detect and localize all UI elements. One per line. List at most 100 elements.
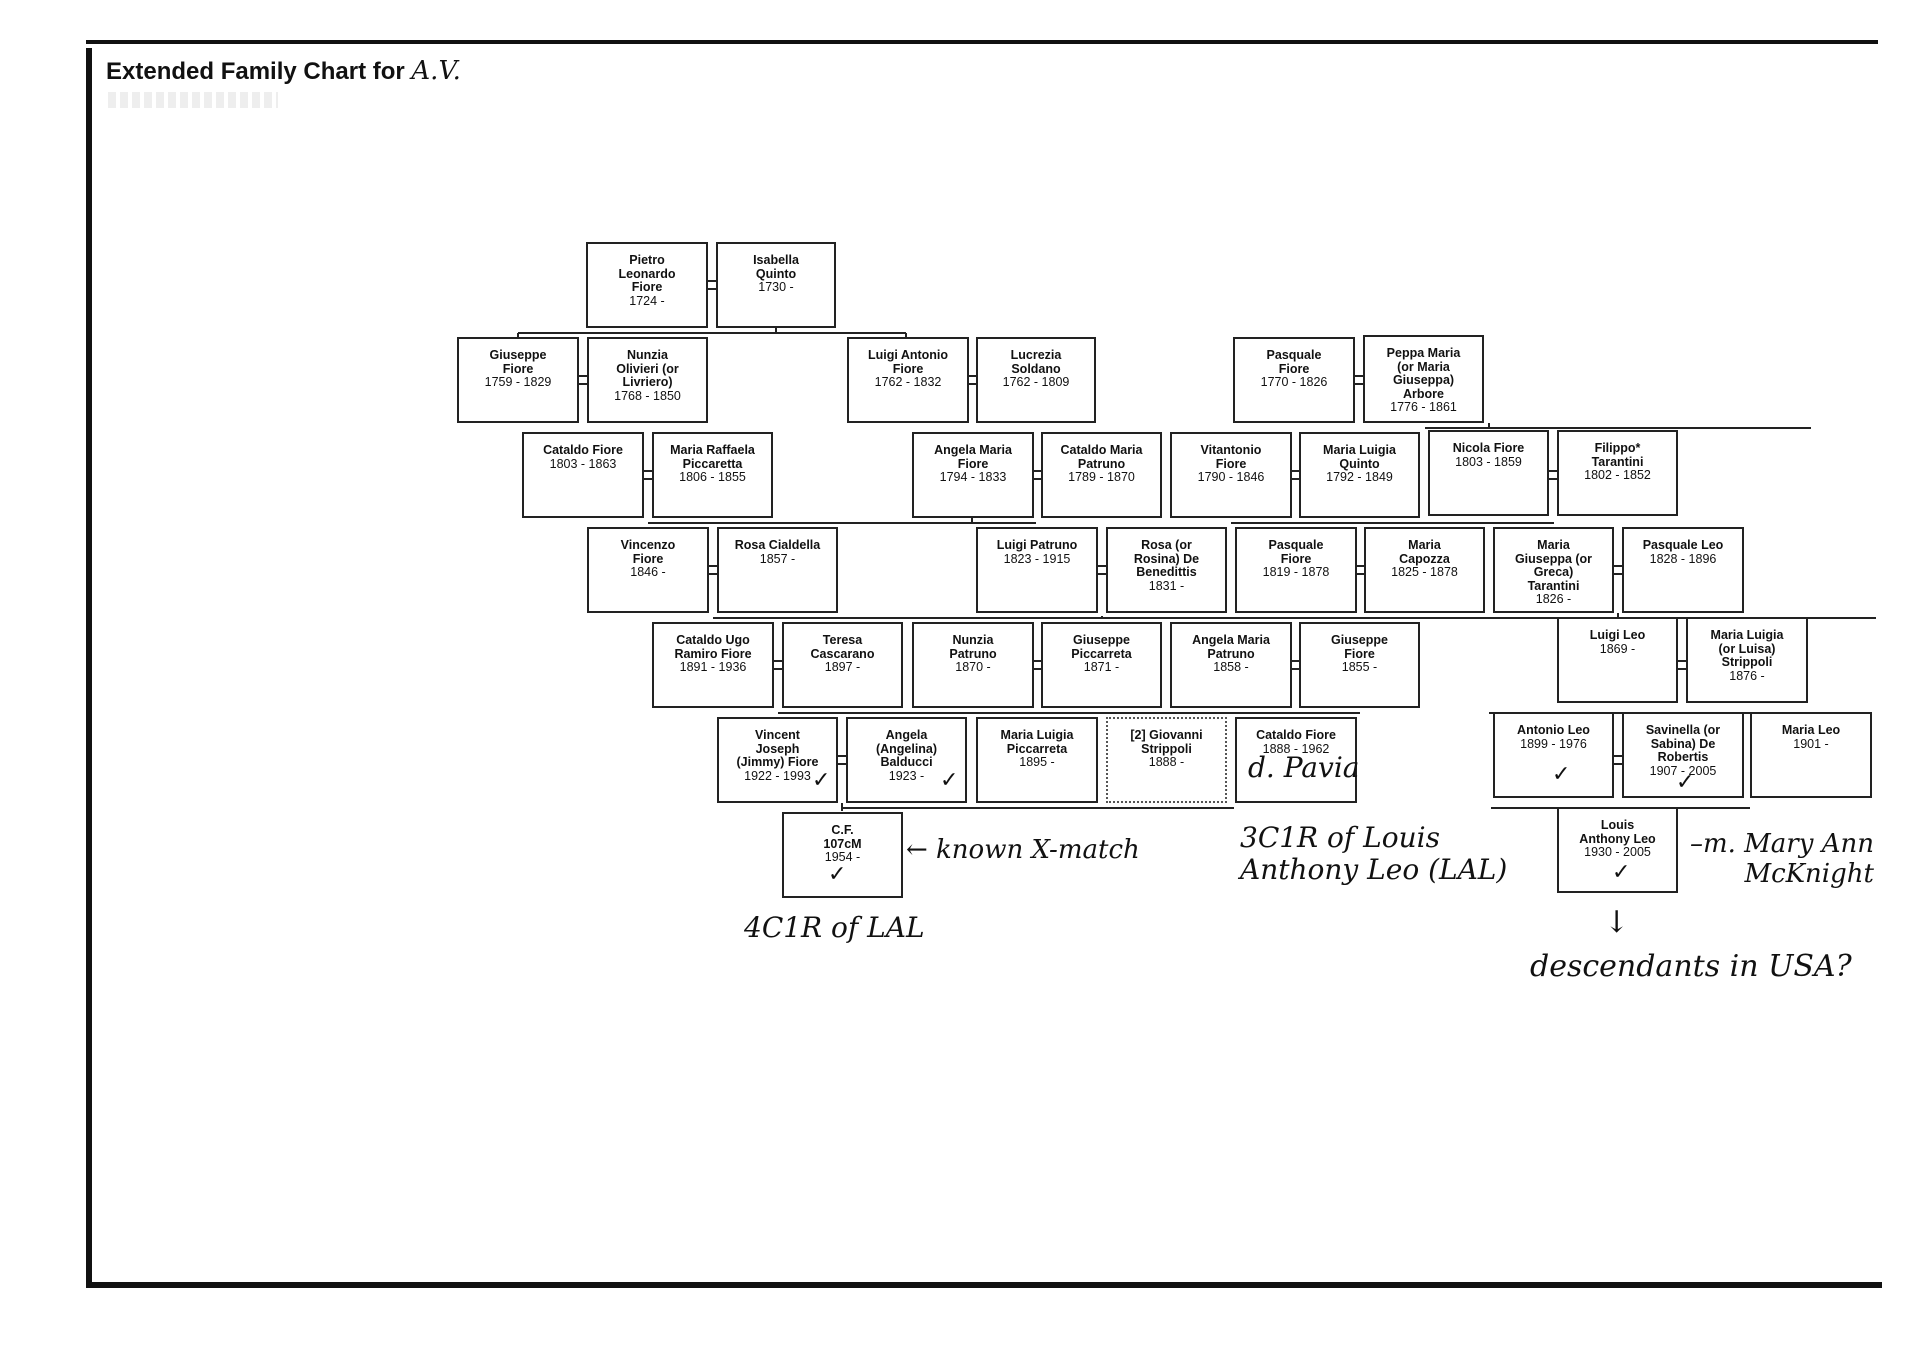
person-dates: 1826 - <box>1535 592 1572 606</box>
person-name: Nunzia Olivieri (or Livriero) <box>616 348 679 389</box>
annotation-4c1r-lal: 4C1R of LAL <box>744 911 925 944</box>
frame-left-border <box>86 48 92 1288</box>
person-name: Louis Anthony Leo <box>1579 818 1656 846</box>
chart-title-text: Extended Family Chart for <box>106 58 405 85</box>
person-name: Peppa Maria (or Maria Giuseppa) Arbore <box>1386 346 1461 401</box>
frame-top-border <box>86 40 1878 44</box>
faded-subtitle <box>108 92 278 108</box>
person-dates: 1828 - 1896 <box>1649 551 1717 566</box>
person-name: Pasquale Fiore <box>1268 538 1324 566</box>
person-name: C.F. 107cM <box>823 823 862 851</box>
annotation-descendants-usa: descendants in USA? <box>1530 949 1852 984</box>
tick-mark: ✓ <box>940 768 959 793</box>
person-name: Maria Giuseppa (or Greca) Tarantini <box>1514 538 1593 593</box>
person-dates: 1895 - <box>1019 755 1055 769</box>
person-dates: 1922 - 1993 <box>744 768 811 783</box>
person-name: Cataldo Maria Patruno <box>1060 443 1143 471</box>
person-dates: 1888 - <box>1148 755 1185 769</box>
person-dates: 1803 - 1863 <box>549 456 617 471</box>
person-name: Luigi Patruno <box>996 538 1078 552</box>
tick-mark: ✓ <box>1676 770 1695 795</box>
person-name: Pasquale Leo <box>1642 538 1724 552</box>
person-name: Pasquale Fiore <box>1266 348 1322 376</box>
person-dates: 1724 - <box>629 293 665 308</box>
person-name: Antonio Leo <box>1517 723 1590 737</box>
person-dates: 1870 - <box>955 660 991 674</box>
tick-mark: ✓ <box>1552 762 1571 787</box>
person-dates: 1792 - 1849 <box>1326 470 1393 484</box>
person-name: Giuseppe Fiore <box>1331 633 1388 661</box>
person-dates: 1819 - 1878 <box>1262 565 1330 579</box>
person-name: Angela Maria Fiore <box>934 443 1012 471</box>
person-dates: 1768 - 1850 <box>614 388 681 403</box>
person-dates: 1730 - <box>758 280 794 294</box>
person-dates: 1871 - <box>1083 660 1120 674</box>
person-name: Cataldo Ugo Ramiro Fiore <box>674 633 752 661</box>
person-name: Maria Leo <box>1781 723 1841 737</box>
annotation-3c1r-louis: 3C1R of Louis Anthony Leo (LAL) <box>1240 821 1508 887</box>
person-box: Nunzia Olivieri (or Livriero)1768 - 1850 <box>587 337 708 423</box>
person-name: Maria Raffaela Piccaretta <box>670 443 755 471</box>
person-dates: 1857 - <box>759 551 796 566</box>
person-name: Maria Capozza <box>1399 538 1450 566</box>
person-name: Luigi Antonio Fiore <box>867 348 949 376</box>
person-dates: 1825 - 1878 <box>1391 565 1458 579</box>
person-name: Giuseppe Fiore <box>489 348 547 376</box>
person-name: Isabella Quinto <box>753 253 799 281</box>
person-name: Teresa Cascarano <box>810 633 875 661</box>
person-dates: 1789 - 1870 <box>1068 470 1135 484</box>
annotation-married-mckight: –m. Mary Ann McKnight <box>1690 829 1874 889</box>
person-dates: 1907 - 2005 <box>1649 763 1717 778</box>
tick-mark: ✓ <box>828 862 847 887</box>
person-dates: 1794 - 1833 <box>939 470 1007 484</box>
person-name: Lucrezia Soldano <box>1010 348 1062 376</box>
person-dates: 1806 - 1855 <box>679 470 746 484</box>
person-name: Maria Luigia Quinto <box>1323 443 1396 471</box>
person-dates: 1802 - 1852 <box>1584 468 1651 482</box>
person-dates: 1930 - 2005 <box>1584 845 1651 859</box>
person-dates: 1770 - 1826 <box>1260 375 1328 389</box>
person-dates: 1803 - 1859 <box>1455 454 1522 469</box>
person-name: Vincenzo Fiore <box>620 538 676 566</box>
person-name: Rosa Cialdella <box>734 538 821 552</box>
person-dates: 1858 - <box>1213 660 1249 674</box>
arrow-down-icon: ↓ <box>1604 905 1630 940</box>
person-name: Nicola Fiore <box>1452 441 1525 455</box>
person-name: Vincent Joseph (Jimmy) Fiore <box>736 728 819 769</box>
person-name: Angela Maria Patruno <box>1192 633 1270 661</box>
person-name: [2] Giovanni Strippoli <box>1130 728 1203 756</box>
person-name: Maria Luigia (or Luisa) Strippoli <box>1710 628 1784 669</box>
person-dates: 1776 - 1861 <box>1390 400 1457 414</box>
person-name: Luigi Leo <box>1589 628 1646 642</box>
person-dates: 1923 - <box>888 768 925 783</box>
person-dates: 1954 - <box>824 850 861 864</box>
person-dates: 1759 - 1829 <box>484 375 552 389</box>
person-name: Rosa (or Rosina) De Benedittis <box>1133 538 1200 579</box>
annotation-death-pavia: d. Pavia <box>1248 751 1360 784</box>
person-dates: 1897 - <box>824 660 861 674</box>
